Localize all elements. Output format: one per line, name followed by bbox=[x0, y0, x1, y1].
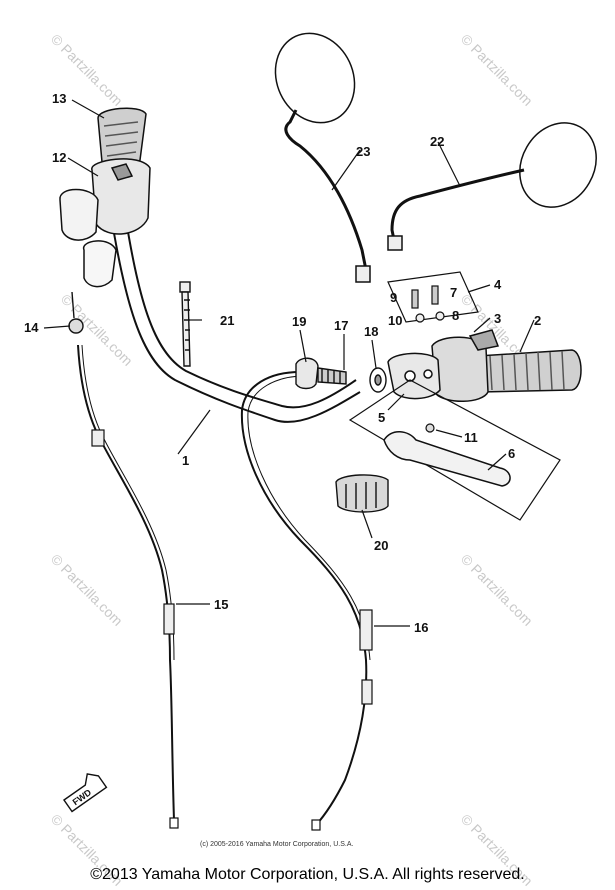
part-label-2: 2 bbox=[534, 313, 541, 328]
part-label-5: 5 bbox=[378, 410, 385, 425]
right-switch-housing bbox=[431, 329, 500, 402]
lever-assembly bbox=[348, 379, 561, 521]
part-label-17: 17 bbox=[334, 318, 348, 333]
part-label-12: 12 bbox=[52, 150, 66, 165]
part-label-11: 11 bbox=[464, 430, 478, 445]
part-label-9: 9 bbox=[390, 290, 397, 305]
part-label-13: 13 bbox=[52, 91, 66, 106]
switch-20 bbox=[335, 474, 389, 513]
part-label-15: 15 bbox=[214, 597, 228, 612]
mirror-left bbox=[274, 32, 371, 283]
inner-copyright: (c) 2005-2016 Yamaha Motor Corporation, … bbox=[200, 841, 353, 848]
footer-copyright: ©2013 Yamaha Motor Corporation, U.S.A. A… bbox=[90, 866, 525, 883]
part-label-6: 6 bbox=[508, 446, 515, 461]
watermark: © Partzilla.com bbox=[48, 551, 126, 629]
part-label-19: 19 bbox=[292, 314, 306, 329]
watermark: © Partzilla.com bbox=[458, 31, 536, 109]
part-label-1: 1 bbox=[182, 453, 189, 468]
fwd-badge: FWD bbox=[63, 773, 108, 813]
left-switch-housing bbox=[59, 158, 151, 288]
part-labels: 13 12 14 21 1 23 22 4 9 7 10 8 3 2 19 17… bbox=[24, 91, 541, 635]
lever-holder-kit bbox=[387, 271, 479, 323]
watermark: © Partzilla.com bbox=[458, 551, 536, 629]
part-label-14: 14 bbox=[24, 320, 39, 335]
part-label-22: 22 bbox=[430, 134, 444, 149]
part-label-18: 18 bbox=[364, 324, 378, 339]
leader-lines bbox=[43, 99, 535, 627]
handlebar bbox=[109, 207, 361, 423]
cable-adjuster bbox=[295, 357, 387, 393]
part-label-23: 23 bbox=[356, 144, 370, 159]
part-label-20: 20 bbox=[374, 538, 388, 553]
clutch-cable bbox=[77, 344, 179, 829]
part-label-8: 8 bbox=[452, 308, 459, 323]
part-label-16: 16 bbox=[414, 620, 428, 635]
part-label-10: 10 bbox=[388, 313, 402, 328]
mirror-right bbox=[387, 122, 597, 251]
throttle-cable bbox=[240, 371, 373, 831]
part-label-3: 3 bbox=[494, 311, 501, 326]
part-label-7: 7 bbox=[450, 285, 457, 300]
part-label-21: 21 bbox=[220, 313, 234, 328]
part-label-4: 4 bbox=[494, 277, 502, 292]
right-grip bbox=[477, 349, 582, 393]
cable-tie bbox=[179, 281, 191, 367]
lever-bracket bbox=[387, 352, 441, 400]
